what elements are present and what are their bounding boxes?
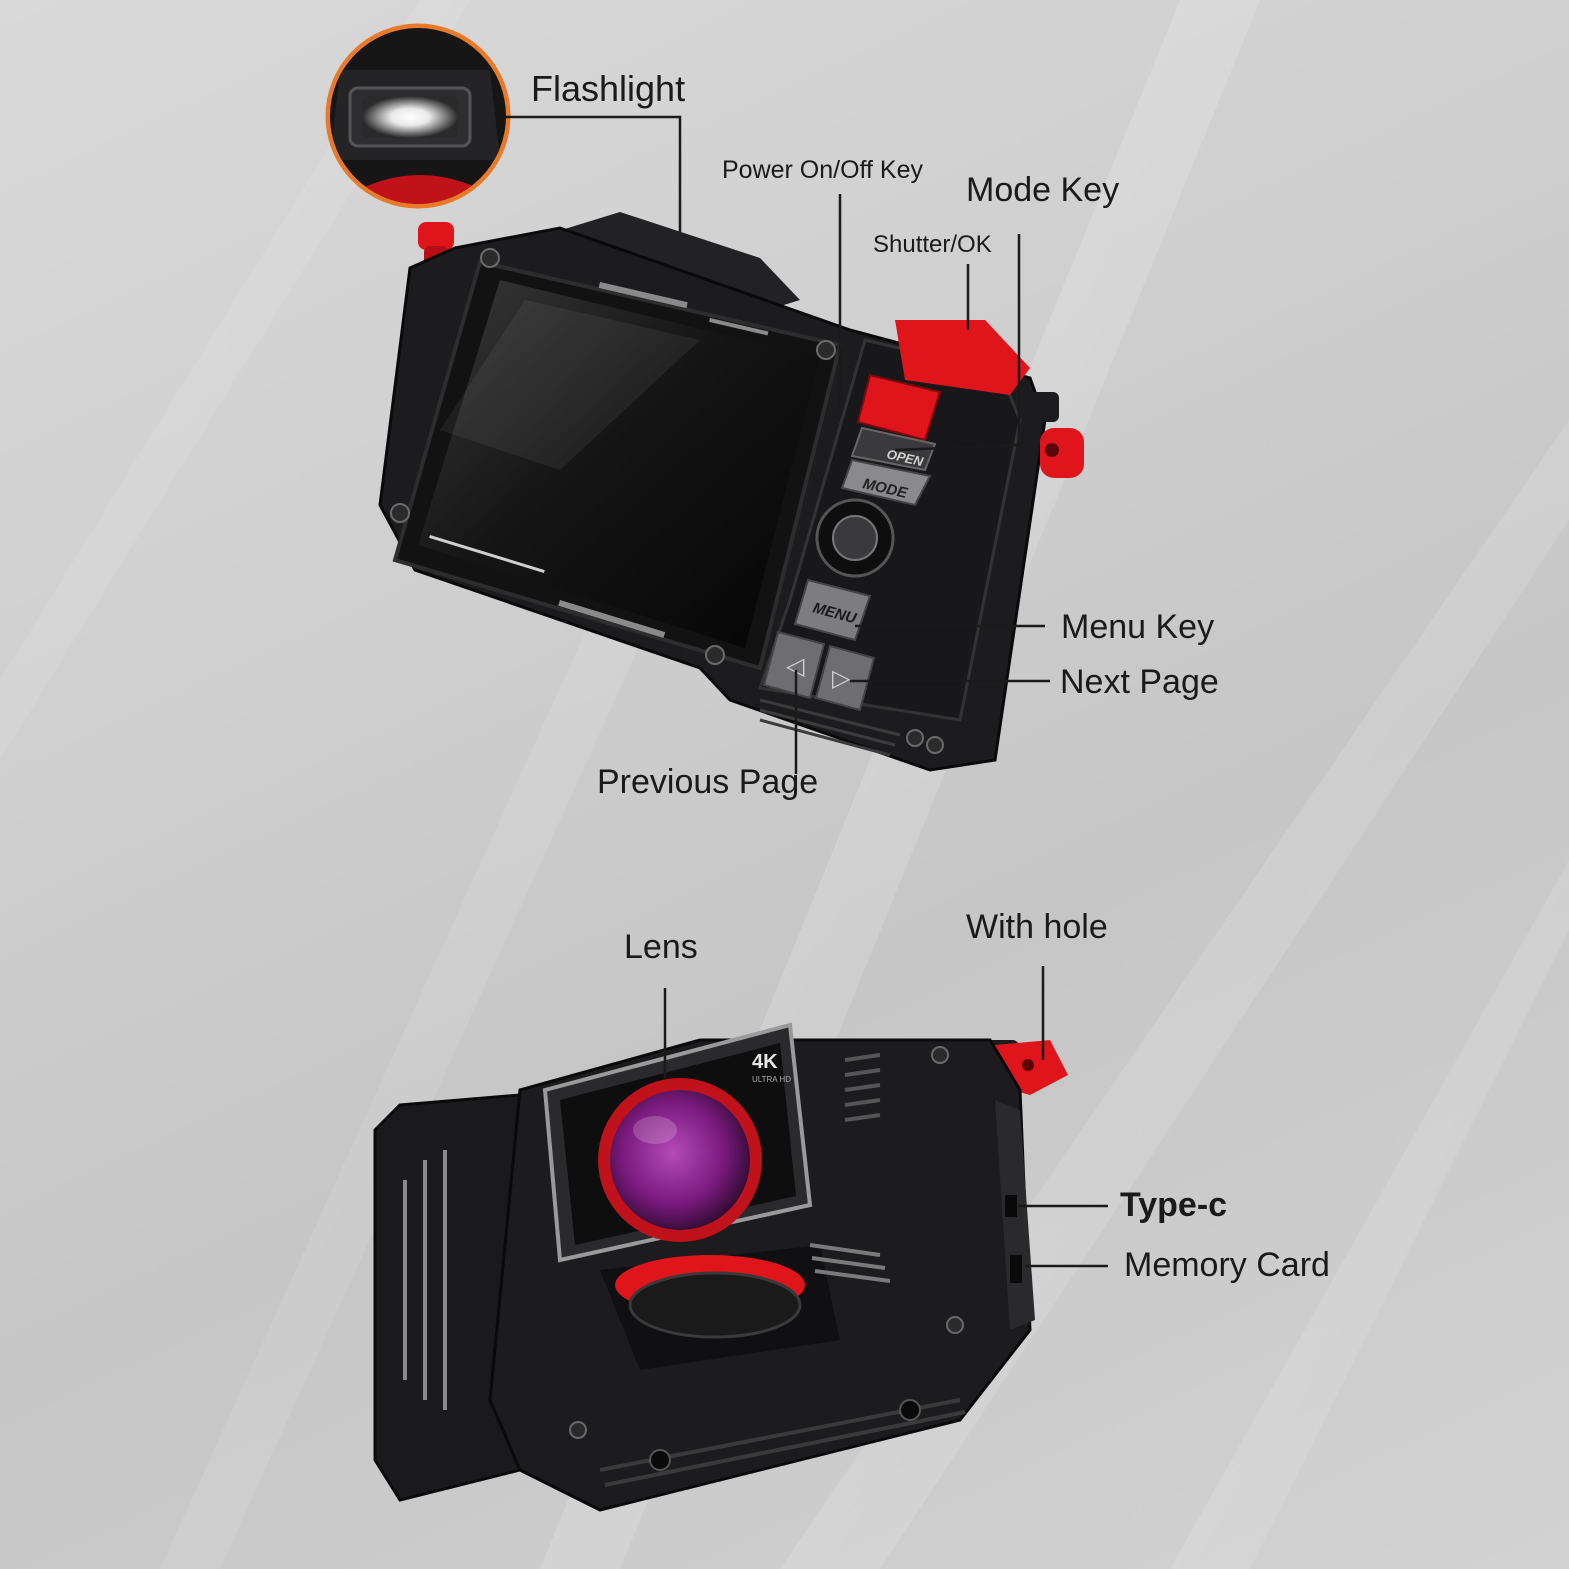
lcd-screen xyxy=(418,280,820,648)
label-type-c: Type-c xyxy=(1120,1186,1228,1224)
flashlight-zoom-inset xyxy=(325,23,511,209)
camera-rear-view: OPEN MODE MENU ◁ ▷ xyxy=(378,212,1084,772)
lens-badge: 4K xyxy=(752,1051,778,1073)
joystick-button[interactable] xyxy=(832,515,878,561)
label-with-hole: With hole xyxy=(966,908,1108,946)
label-next-page: Next Page xyxy=(1060,663,1219,701)
grip-ridges xyxy=(759,698,901,757)
camera-front-view: 4K ULTRA HD xyxy=(373,1022,1068,1512)
side-vents xyxy=(809,1243,891,1283)
callout-mode-lead xyxy=(894,443,1020,452)
memory-card-slot[interactable] xyxy=(1010,1255,1022,1283)
callout-flashlight xyxy=(505,115,682,232)
next-arrow-icon: ▷ xyxy=(832,664,851,692)
callout-lines xyxy=(505,115,1108,1268)
label-menu-key: Menu Key xyxy=(1061,608,1215,646)
mode-button[interactable] xyxy=(840,458,932,507)
label-flashlight: Flashlight xyxy=(531,68,686,109)
label-previous-page: Previous Page xyxy=(597,763,819,801)
bottom-screw xyxy=(906,729,924,747)
shutter-button[interactable] xyxy=(895,320,1030,395)
lens-glass[interactable] xyxy=(610,1090,750,1230)
tripod-hole xyxy=(649,1449,671,1471)
bottom-screw xyxy=(926,736,944,754)
label-memory-card: Memory Card xyxy=(1124,1246,1330,1284)
label-mode-key: Mode Key xyxy=(966,171,1120,209)
strap-lug-right xyxy=(1025,392,1084,478)
power-button[interactable] xyxy=(856,373,942,442)
bezel-screws xyxy=(390,248,836,665)
menu-button[interactable] xyxy=(793,578,872,642)
top-vents xyxy=(844,1053,881,1122)
bezel-markings xyxy=(429,281,769,638)
previous-page-button[interactable] xyxy=(762,630,826,700)
next-page-button[interactable] xyxy=(814,644,876,712)
label-lens: Lens xyxy=(624,928,698,966)
grip-vents xyxy=(403,1150,447,1410)
label-shutter-ok: Shutter/OK xyxy=(873,231,992,258)
previous-arrow-icon: ◁ xyxy=(786,652,805,680)
tripod-hole xyxy=(899,1399,921,1421)
lens-badge-sub: ULTRA HD xyxy=(752,1075,791,1084)
label-power-key: Power On/Off Key xyxy=(722,156,924,184)
type-c-port[interactable] xyxy=(1005,1195,1017,1217)
open-button[interactable] xyxy=(850,426,937,472)
flash-led xyxy=(362,96,458,138)
front-screws xyxy=(569,1046,964,1439)
